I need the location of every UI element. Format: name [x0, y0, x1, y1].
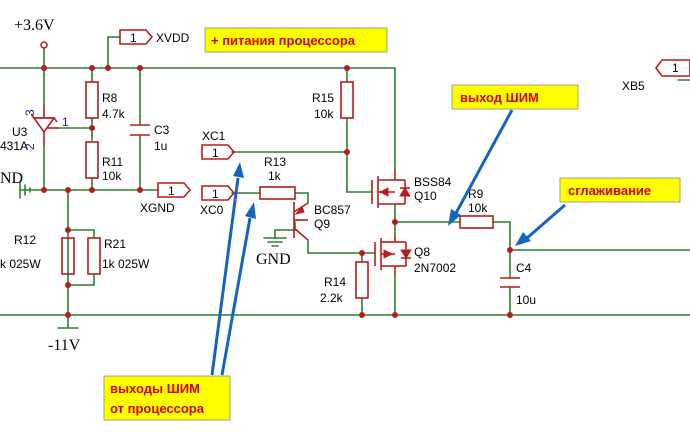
r21-ref: R21 — [104, 237, 126, 251]
u3-pin1: 1 — [62, 115, 69, 129]
u3-pin2: 2 — [23, 143, 37, 150]
annotation-smoothing-text: сглаживание — [568, 183, 651, 198]
u3-pin3: 3 — [23, 109, 37, 116]
gnd-left-label: ND — [0, 170, 23, 187]
xc1-name: XC1 — [202, 129, 226, 143]
r12-value: k 025W — [0, 257, 41, 271]
annotation-pwm-inputs: выходы ШИМ от процессора — [103, 375, 231, 421]
r8-ref: R8 — [102, 91, 118, 105]
r21-value: 1k 025W — [102, 257, 150, 271]
q8-ref: Q8 — [414, 245, 430, 259]
r8-resistor: R8 4.7k — [85, 81, 126, 121]
r13-resistor: R13 1k — [259, 155, 296, 200]
q10-mosfet: BSS84 Q10 — [371, 170, 452, 208]
u3-regulator: 3 2 1 U3 431A — [0, 105, 69, 153]
junctions — [41, 65, 513, 318]
xvdd-pin: 1 — [130, 31, 137, 45]
c3-capacitor: C3 1u — [130, 123, 170, 153]
annotation-pwm-inputs-line2: от процессора — [110, 401, 205, 416]
r12-resistor: R12 k 025W — [0, 233, 75, 275]
q10-type: BSS84 — [414, 175, 452, 189]
xgnd-connector: 1 XGND — [140, 182, 192, 215]
gnd-q9-symbol: GND — [256, 237, 291, 268]
q10-ref: Q10 — [414, 189, 437, 203]
vminus-symbol: -11V — [48, 327, 81, 354]
xb5-name: XB5 — [622, 79, 645, 93]
c4-ref: C4 — [516, 261, 532, 275]
xgnd-name: XGND — [140, 201, 175, 215]
xc0-pin: 1 — [212, 187, 219, 201]
r12-ref: R12 — [14, 233, 36, 247]
r8-value: 4.7k — [102, 107, 126, 121]
gnd-label: GND — [256, 251, 291, 268]
c4-capacitor: C4 10u — [500, 261, 536, 307]
xc0-name: XC0 — [200, 203, 224, 217]
r11-resistor: R11 10k — [85, 141, 123, 183]
annotation-power-supply-text: + питания процессора — [211, 33, 356, 48]
r11-value: 10k — [102, 169, 122, 183]
q8-mosfet: Q8 2N7002 — [374, 235, 456, 275]
annotation-pwm-inputs-line1: выходы ШИМ — [110, 381, 200, 396]
q9-type: BC857 — [314, 203, 351, 217]
r9-value: 10k — [468, 201, 488, 215]
c3-value: 1u — [154, 139, 167, 153]
vminus-label: -11V — [48, 337, 81, 354]
r15-resistor: R15 10k — [312, 81, 354, 121]
r11-ref: R11 — [102, 155, 123, 169]
wires — [0, 36, 690, 329]
annotation-power-supply: + питания процессора — [204, 27, 388, 53]
r13-value: 1k — [268, 169, 282, 183]
c3-ref: C3 — [154, 123, 170, 137]
xvdd-name: XVDD — [156, 31, 190, 45]
vplus-label: +3.6V — [14, 17, 55, 34]
r14-value: 2.2k — [320, 291, 344, 305]
r15-ref: R15 — [312, 91, 334, 105]
r13-ref: R13 — [264, 155, 286, 169]
xb5-pin: 1 — [672, 61, 679, 75]
q9-transistor: BC857 Q9 — [293, 202, 351, 241]
xgnd-pin: 1 — [168, 184, 175, 198]
xc1-connector: 1 XC1 — [201, 129, 236, 160]
xb5-connector: 1 XB5 — [622, 59, 690, 93]
gnd-left-symbol: ND — [0, 170, 31, 199]
c4-value: 10u — [516, 293, 536, 307]
xvdd-connector: 1 XVDD — [119, 29, 190, 45]
xc1-pin: 1 — [212, 146, 219, 160]
r9-ref: R9 — [468, 187, 484, 201]
q9-ref: Q9 — [314, 217, 330, 231]
q8-type: 2N7002 — [414, 261, 456, 275]
r9-resistor: R9 10k — [459, 187, 494, 229]
r14-ref: R14 — [324, 275, 346, 289]
annotation-smoothing: сглаживание — [559, 177, 681, 203]
vplus-symbol: +3.6V — [14, 17, 55, 49]
annotation-pwm-out-text: выход ШИМ — [460, 90, 539, 105]
u3-value: 431A — [0, 139, 28, 153]
arrows — [210, 109, 566, 376]
xc0-connector: 1 XC0 — [200, 185, 236, 217]
r14-resistor: R14 2.2k — [320, 261, 369, 305]
r21-resistor: R21 1k 025W — [87, 229, 150, 286]
u3-ref: U3 — [12, 125, 28, 139]
annotation-pwm-out: выход ШИМ — [451, 84, 579, 110]
r15-value: 10k — [314, 107, 334, 121]
